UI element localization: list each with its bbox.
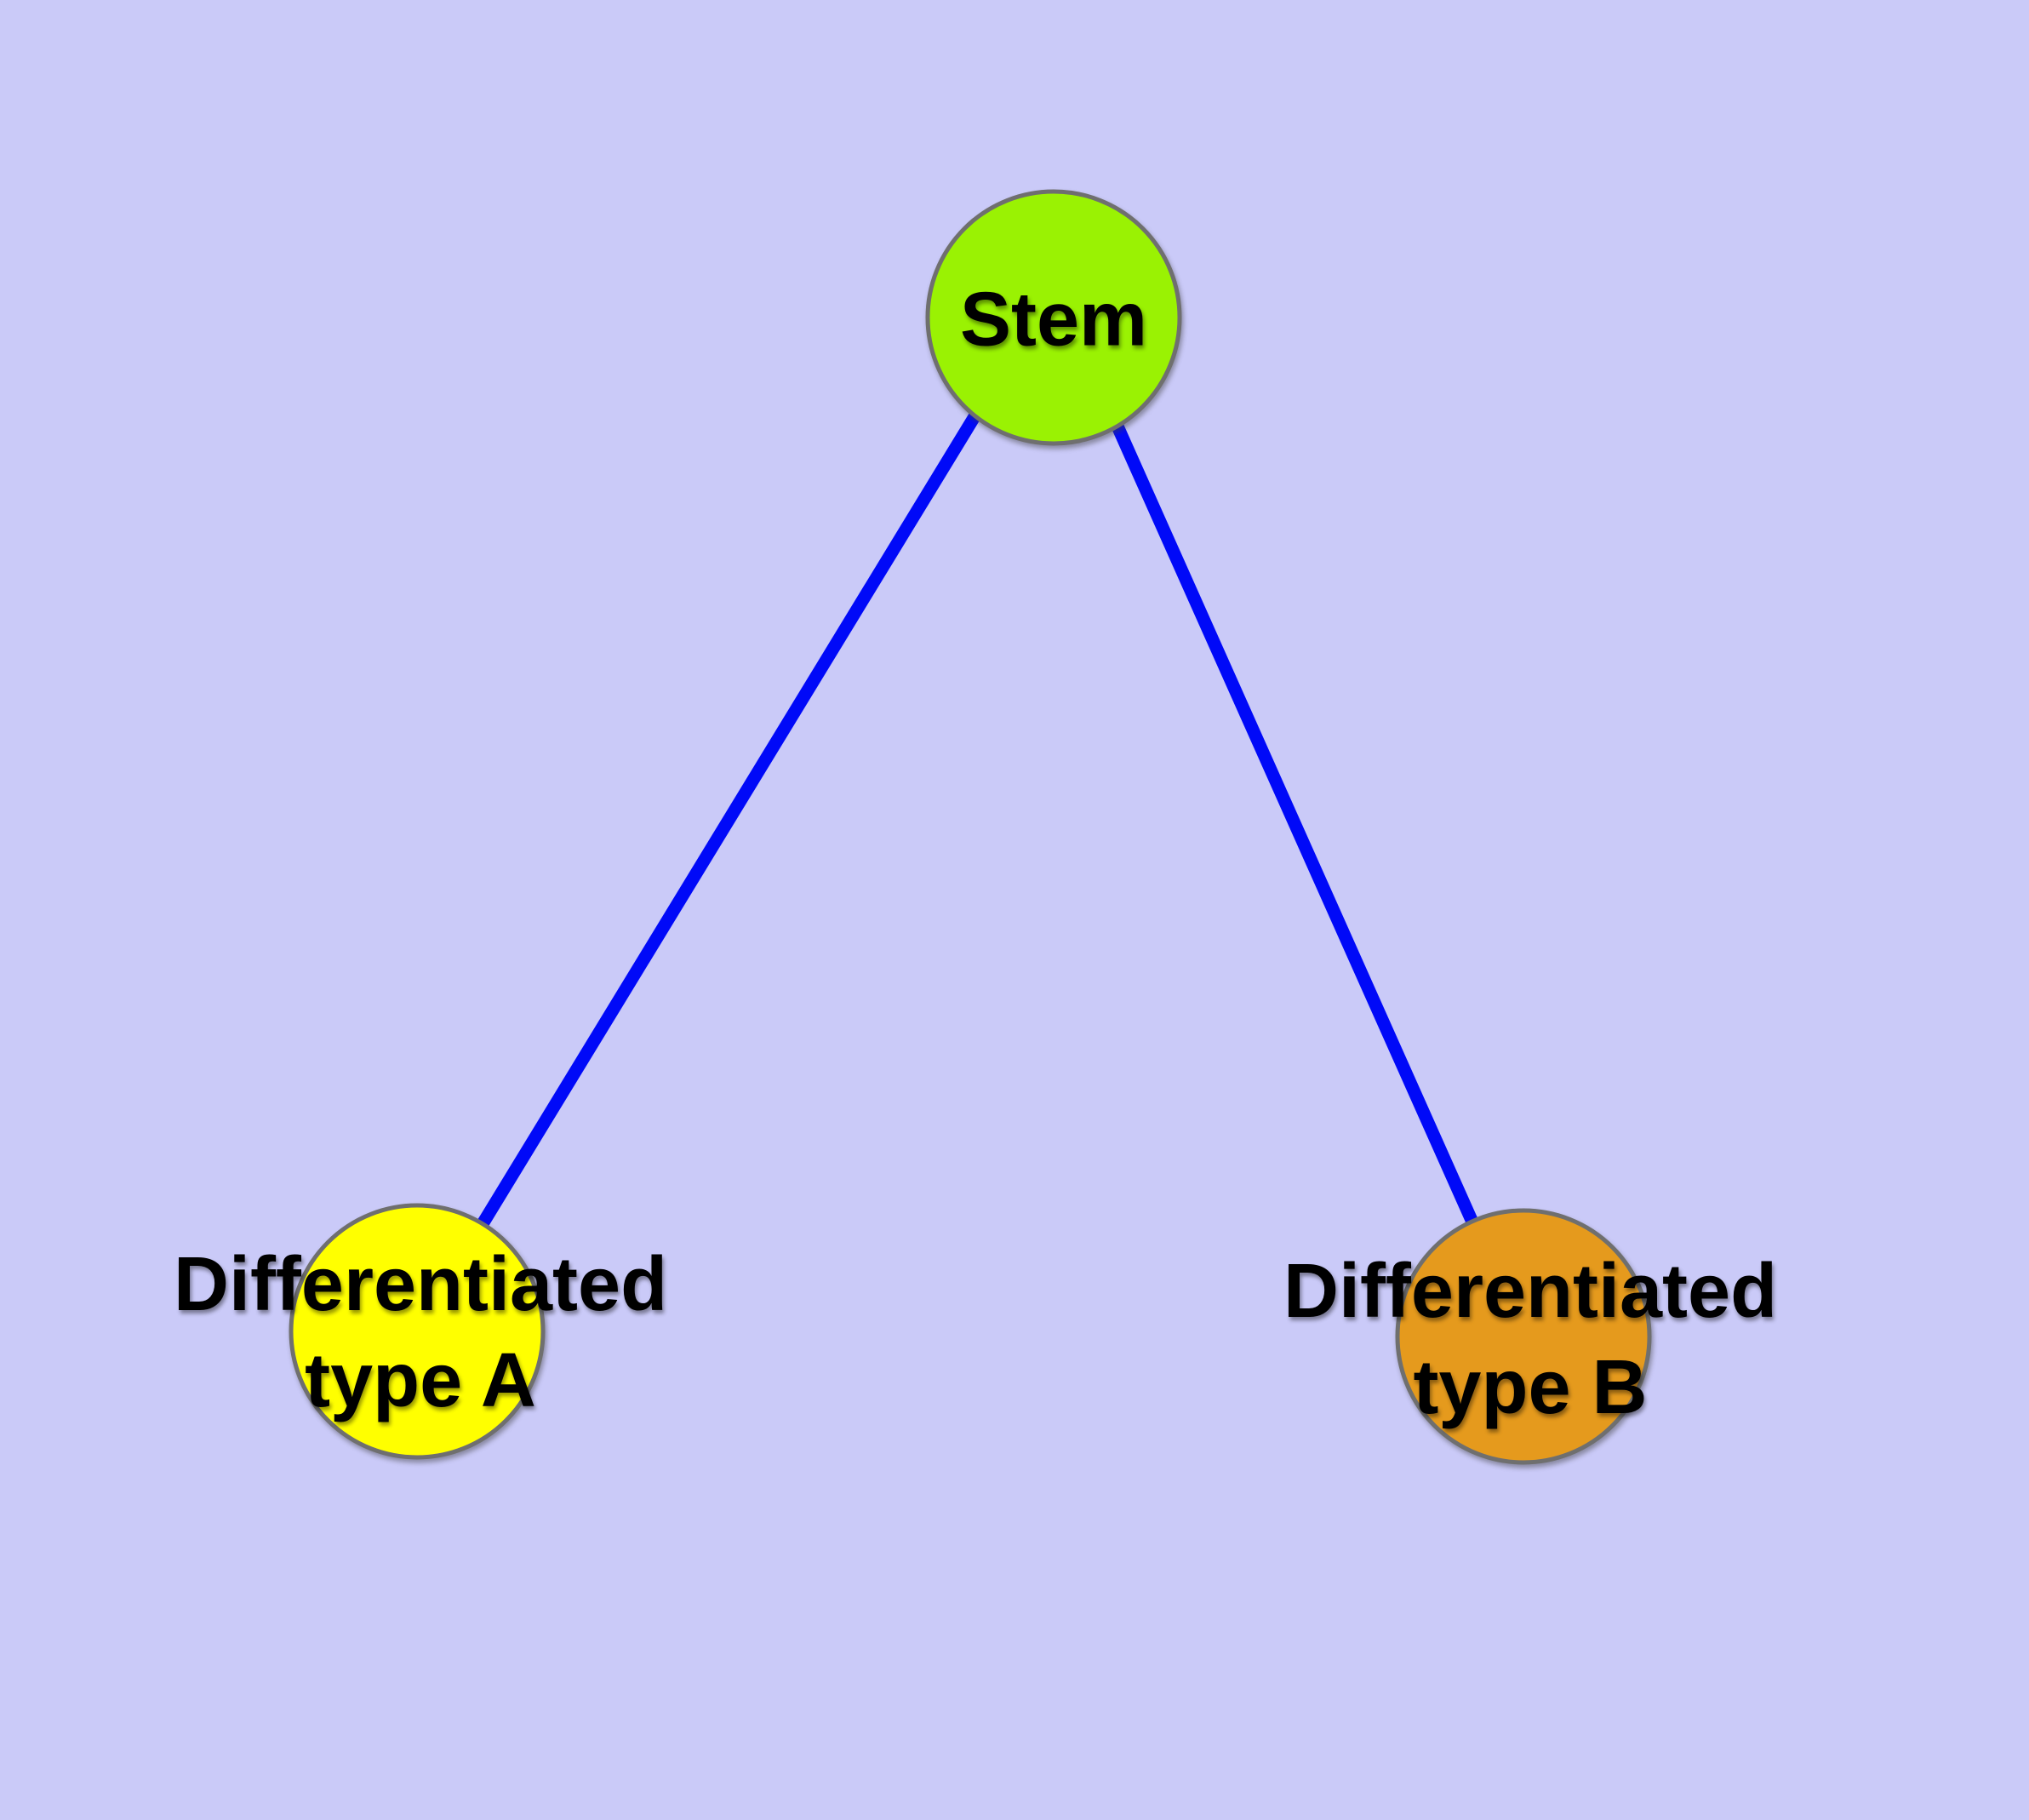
node-differentiated-type-b[interactable] <box>1395 1208 1652 1465</box>
node-stem[interactable] <box>925 189 1182 446</box>
node-differentiated-type-a[interactable] <box>289 1203 546 1460</box>
edge-stem-to-type-b[interactable] <box>1063 314 1529 1340</box>
edge-stem-to-type-a[interactable] <box>411 314 1041 1335</box>
